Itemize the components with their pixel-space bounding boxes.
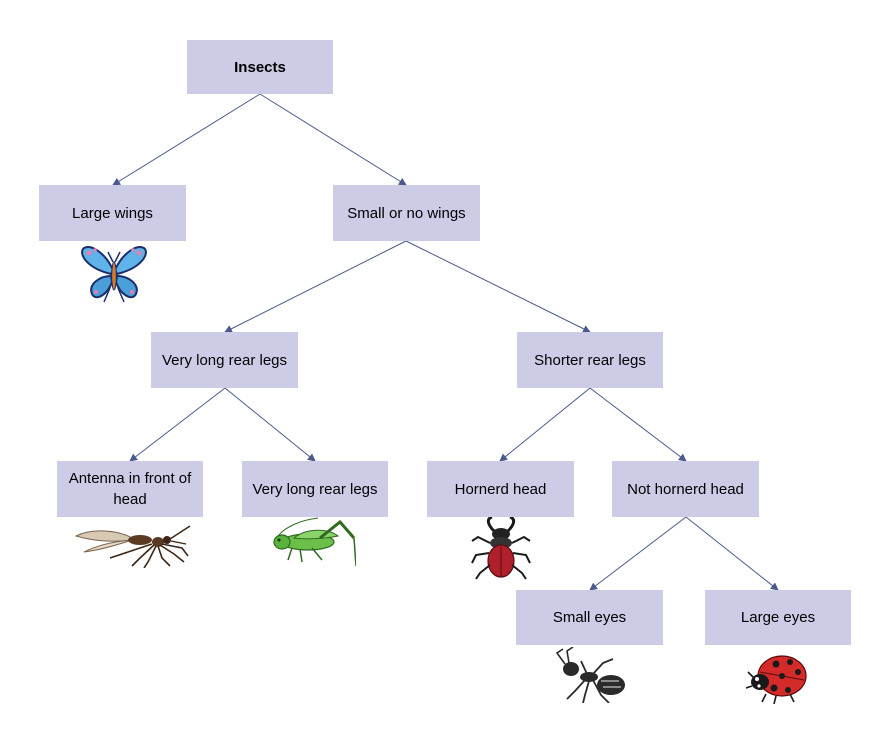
edge-long-legs-antenna (129, 387, 226, 462)
ant-icon (555, 647, 625, 703)
node-insects: Insects (187, 40, 333, 94)
edge-insects-large-wings (112, 93, 261, 186)
node-hornerd-head: Hornerd head (427, 461, 574, 517)
node-shorter-rear-legs: Shorter rear legs (517, 332, 663, 388)
edge-long-legs-long-legs (224, 387, 316, 462)
edge-small-wings-long-legs (224, 240, 407, 333)
node-not-hornerd-head: Not hornerd head (612, 461, 759, 517)
stag-beetle-icon (471, 517, 531, 580)
edge-not-horned-small-eyes (589, 516, 687, 591)
butterfly-icon (81, 246, 147, 303)
mosquito-icon (74, 525, 191, 568)
edge-short-legs-horned (499, 387, 591, 462)
grasshopper-icon (273, 517, 356, 567)
node-very-long-rear-legs: Very long rear legs (151, 332, 298, 388)
node-small-or-no-wings: Small or no wings (333, 185, 480, 241)
node-large-wings: Large wings (39, 185, 186, 241)
node-large-eyes: Large eyes (705, 590, 851, 645)
edge-not-horned-large-eyes (685, 516, 779, 591)
edge-short-legs-not-horned (589, 387, 687, 462)
node-very-long-rear-legs-leaf: Very long rear legs (242, 461, 388, 517)
node-small-eyes: Small eyes (516, 590, 663, 645)
node-antenna-in-front-of-head: Antenna in front of head (57, 461, 203, 517)
ladybug-icon (746, 655, 807, 704)
edge-insects-small-wings (259, 93, 407, 186)
edge-small-wings-short-legs (405, 240, 591, 333)
